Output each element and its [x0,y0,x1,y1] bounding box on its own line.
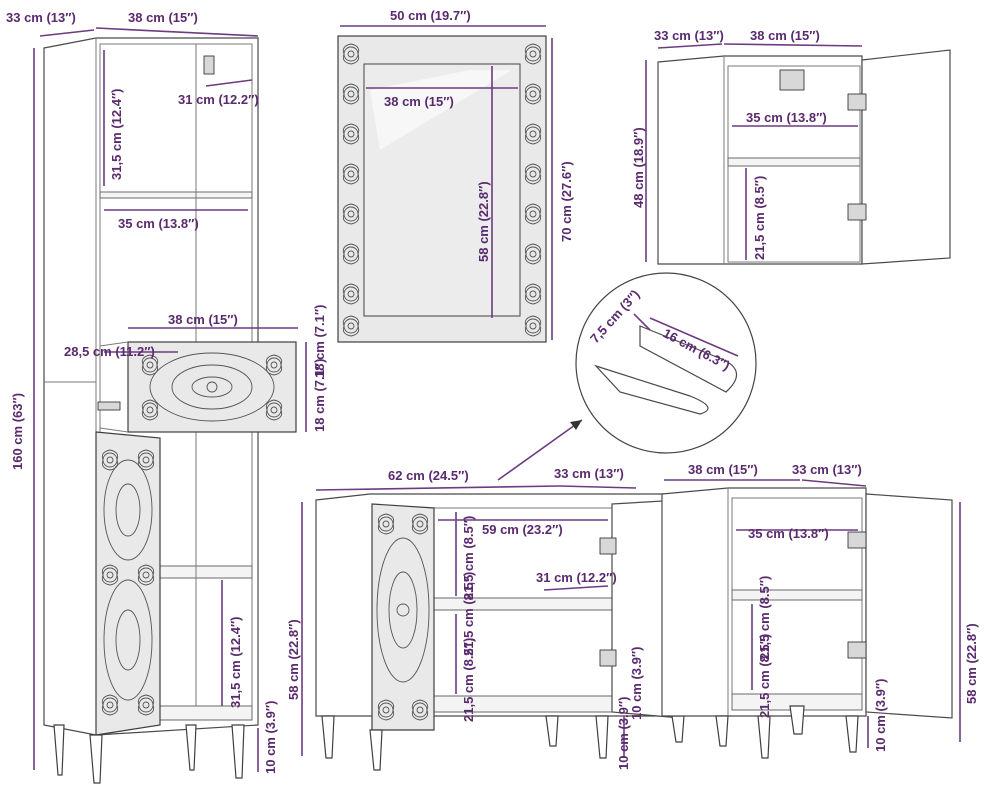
dimension-line [657,43,723,49]
dimension-label: 21,5 cm (8.5″) [461,572,476,656]
leg-icon [53,724,65,776]
wall-cabinet-dimensions: 33 cm (13″) 38 cm (15″) 35 cm (13.8″) 48… [631,28,863,262]
handle-detail: 7,5 cm (3″) 16 cm (6.3″) [497,272,757,481]
hinge-icon [599,537,617,555]
leg-icon [89,734,103,784]
mirror-dimensions: 50 cm (19.7″) 38 cm (15″) 58 cm (22.8″) … [340,8,574,340]
dimension-line [801,479,867,487]
dimension-label: 31 cm (12.2″) [178,92,259,107]
tall-cabinet-dimensions: 33 cm (13″) 38 cm (15″) 31 cm (12.2″) 31… [6,10,327,774]
leg-icon [231,724,245,779]
dimension-label: 33 cm (13″) [792,462,862,477]
carved-door [95,431,161,736]
dimension-label: 50 cm (19.7″) [390,8,471,23]
drawer-slide-icon [97,401,121,411]
leg-icon [595,715,609,759]
dimension-line [205,79,253,87]
hinge-icon [847,93,867,111]
dimension-line [723,43,863,47]
dimension-label: 21,5 cm (8.5″) [757,576,772,660]
carved-door [371,503,435,731]
hinge-icon [847,641,867,659]
leg-icon [715,715,729,747]
dimension-label: 48 cm (18.9″) [631,127,646,208]
sink-cabinet [315,493,685,771]
leg-icon [185,724,197,771]
hinge-icon [779,69,805,91]
dimension-line [559,485,637,489]
dimension-label: 18 cm (7.1″) [312,305,327,378]
callout-arrow [497,419,583,481]
dimension-label: 33 cm (13″) [554,466,624,481]
hinge-icon [847,531,867,549]
hinge-icon [599,649,617,667]
dimension-label: 62 cm (24.5″) [388,468,469,483]
tall-cabinet [43,37,297,784]
wall-cabinet [657,49,951,265]
dimension-label: 38 cm (15″) [688,462,758,477]
dimension-line [39,29,95,37]
dimension-label: 38 cm (15″) [128,10,198,25]
dimension-label: 21,5 cm (8.5″) [752,176,767,260]
dimension-label: 58 cm (22.8″) [964,623,979,704]
dimension-label: 33 cm (13″) [654,28,724,43]
small-cabinet-dimensions: 38 cm (15″) 33 cm (13″) 35 cm (13.8″) 21… [664,462,979,752]
dimension-label: 160 cm (63″) [10,393,25,470]
leg-icon [845,715,859,753]
leg-icon [369,729,383,771]
dimension-label: 35 cm (13.8″) [118,216,199,231]
dimension-label: 21,5 cm (8.5″) [461,516,476,600]
dimension-label: 10 cm (3.9″) [629,647,644,720]
leg-icon [671,715,685,743]
dimension-label: 21,5 cm (8.5″) [461,638,476,722]
dimension-label: 28,5 cm (11.2″) [64,344,155,359]
leg-icon [545,715,559,747]
dimension-label: 35 cm (13.8″) [746,110,827,125]
dimension-label: 38 cm (15″) [384,94,454,109]
dimension-label: 10 cm (3.9″) [616,697,631,770]
dimension-label: 59 cm (23.2″) [482,522,563,537]
dimension-line [649,317,739,357]
dimension-label: 31,5 cm (12.4″) [109,88,124,180]
leg-icon [321,715,335,759]
dimension-label: 21,5 cm (8.5″) [757,634,772,718]
dimension-label: 18 cm (7.1″) [312,359,327,432]
small-cabinet [661,487,953,759]
dimension-label: 38 cm (15″) [750,28,820,43]
dimension-label: 31,5 cm (12.4″) [228,616,243,708]
dimension-label: 31 cm (12.2″) [536,570,617,585]
hinge-icon [203,55,215,75]
leg-icon [789,705,805,735]
dimension-label: 58 cm (22.8″) [476,181,491,262]
dimension-label: 38 cm (15″) [168,312,238,327]
dimension-label: 33 cm (13″) [6,10,76,25]
dimension-line [633,313,651,331]
dimension-line [543,585,609,591]
dimension-line [95,27,259,37]
dimension-label: 58 cm (22.8″) [286,619,301,700]
hinge-icon [847,203,867,221]
dimension-label: 10 cm (3.9″) [873,679,888,752]
mirror [337,35,547,343]
dimension-label: 35 cm (13.8″) [748,526,829,541]
sink-cabinet-dimensions: 62 cm (24.5″) 33 cm (13″) 59 cm (23.2″) … [286,466,644,770]
dimension-line [315,485,561,491]
leg-icon [757,715,771,759]
dimension-label: 70 cm (27.6″) [559,161,574,242]
dimension-label: 10 cm (3.9″) [263,701,278,774]
